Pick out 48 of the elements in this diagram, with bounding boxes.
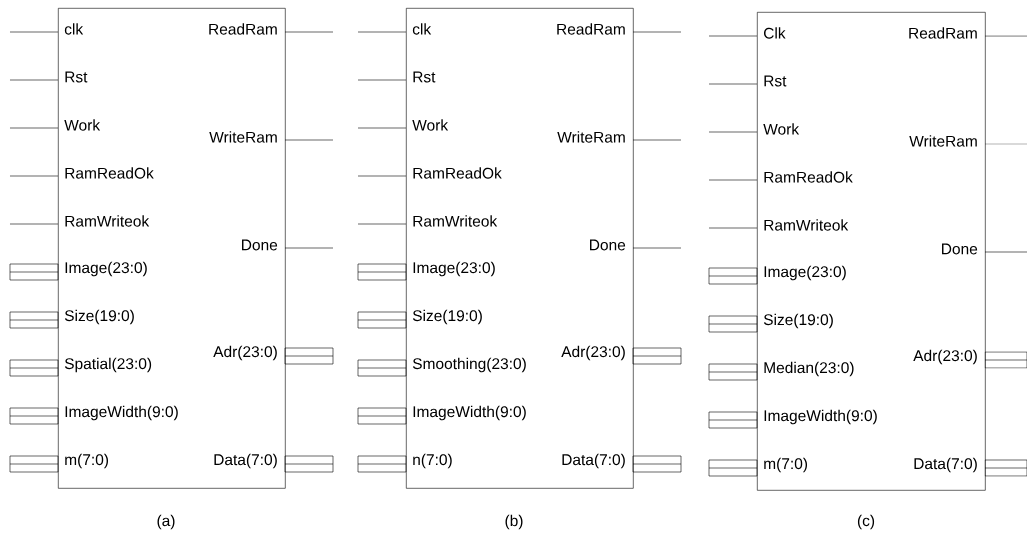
pin-label: Done (942, 243, 978, 255)
pin-label: WriteRam (209, 131, 277, 143)
pin-label: RamReadOk (65, 167, 154, 179)
pin-label: ImageWidth(9:0) (65, 405, 178, 421)
node-label: (a) (157, 514, 175, 530)
pin-label: Adr(23:0) (561, 345, 625, 361)
pin-label: Rst (413, 71, 436, 83)
pin-label: Data(7:0) (562, 453, 625, 469)
pin-label: Done (590, 239, 626, 251)
pin-label: Clk (764, 27, 786, 39)
pin-label: Size(19:0) (64, 309, 134, 325)
pin-label: Work (64, 119, 101, 131)
pin-label: Size(19:0) (763, 313, 833, 329)
pin-label: RamReadOk (413, 167, 502, 179)
pin-label: WriteRam (909, 135, 977, 147)
pin-label: WriteRam (557, 131, 625, 143)
pin-label: m(7:0) (65, 453, 108, 469)
pin-label: RamWriteok (764, 219, 849, 231)
pin-label: Adr(23:0) (913, 349, 977, 365)
pin-label: Median(23:0) (764, 361, 854, 377)
pin-label: ReadRam (557, 23, 625, 35)
pin-label: Work (412, 119, 449, 131)
pin-label: Image(23:0) (764, 265, 846, 281)
pin-label: Size(19:0) (412, 309, 482, 325)
pin-label: Rst (764, 75, 787, 87)
node-label: (c) (857, 514, 875, 530)
pin-label: ImageWidth(9:0) (413, 405, 526, 421)
pin-label: Adr(23:0) (213, 345, 277, 361)
pin-label: m(7:0) (764, 457, 808, 473)
pin-label: RamWriteok (413, 215, 498, 227)
pin-label: ImageWidth(9:0) (764, 409, 877, 425)
pin-label: Done (242, 239, 278, 251)
pin-label: n(7:0) (413, 453, 452, 469)
node-label: (b) (505, 514, 523, 530)
pin-label: Rst (65, 71, 88, 83)
pin-label: Data(7:0) (914, 457, 977, 473)
pin-label: Spatial(23:0) (64, 357, 152, 373)
pin-label: clk (64, 23, 84, 35)
pin-label: ReadRam (209, 23, 277, 35)
pin-label: clk (412, 23, 432, 35)
pin-label: Smoothing(23:0) (412, 357, 526, 373)
pin-label: ReadRam (909, 27, 977, 39)
pin-label: Image(23:0) (413, 261, 495, 277)
pin-label: RamReadOk (764, 171, 853, 183)
pin-label: Data(7:0) (214, 453, 277, 469)
pin-label: RamWriteok (65, 215, 150, 227)
pin-label: Image(23:0) (65, 261, 147, 277)
pin-label: Work (763, 123, 800, 135)
